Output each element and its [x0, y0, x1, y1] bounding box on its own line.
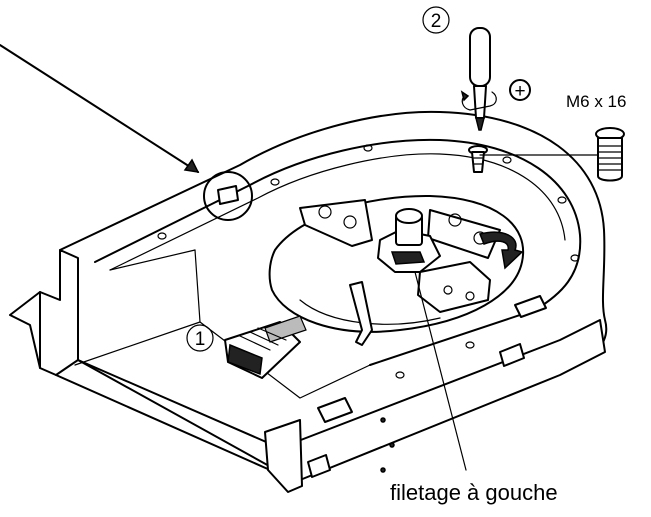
step-2-callout	[422, 6, 450, 34]
central-hub-nut	[377, 208, 441, 273]
leader-lines	[0, 44, 599, 471]
connector-plug-icon	[224, 315, 307, 379]
thread-direction-label: filetage à gouche	[390, 480, 558, 505]
step-2-number: 2	[431, 11, 442, 32]
rotation-arrow-icon	[478, 231, 524, 270]
screw-size-label: M6 x 16	[566, 92, 626, 111]
screw-m6-icon	[468, 127, 625, 182]
step-1-callout	[186, 324, 214, 352]
step-1-number: 1	[195, 329, 206, 350]
screwdriver-icon	[460, 27, 531, 131]
plus-sign: +	[514, 81, 525, 102]
